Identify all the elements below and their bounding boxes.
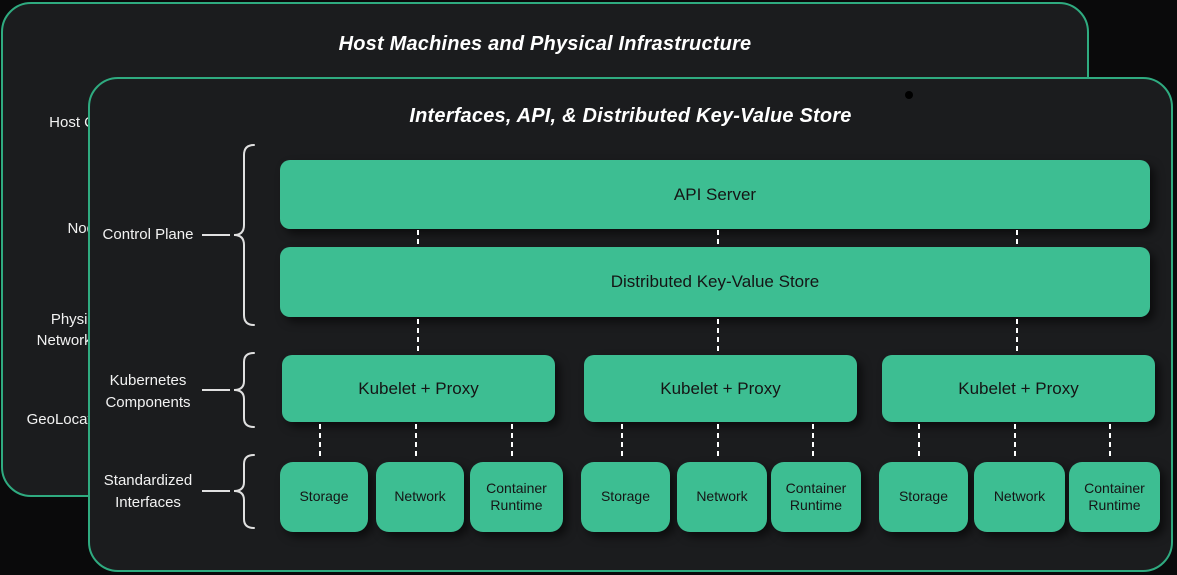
- back-label-host: Host C: [49, 114, 95, 131]
- container-runtime-box-3: Container Runtime: [1069, 462, 1160, 532]
- container-runtime-box-2: Container Runtime: [771, 462, 861, 532]
- connector-kubelet-network-2: [717, 424, 719, 460]
- connector-api-kv-2: [717, 230, 719, 246]
- leader-line-standardized: [202, 490, 230, 492]
- front-panel-title: Interfaces, API, & Distributed Key-Value…: [409, 105, 852, 127]
- network-box-2: Network: [677, 462, 767, 532]
- rail-label-control-plane: Control Plane: [102, 226, 194, 243]
- rail-label-standardized-line2: Interfaces: [115, 494, 181, 511]
- back-label-nodes: Nod: [67, 220, 95, 237]
- connector-kv-kubelet-1: [417, 319, 419, 353]
- connector-api-kv-3: [1016, 230, 1018, 246]
- connector-kv-kubelet-2: [717, 319, 719, 353]
- storage-box-1: Storage: [280, 462, 368, 532]
- connector-kubelet-storage-2: [621, 424, 623, 460]
- api-server-box: API Server: [280, 160, 1150, 229]
- rail-label-standardized-line1: Standardized: [103, 472, 193, 489]
- connector-kubelet-network-1: [415, 424, 417, 460]
- container-runtime-box-1: Container Runtime: [470, 462, 563, 532]
- connector-kubelet-runtime-2: [812, 424, 814, 460]
- rail-label-kubernetes-line1: Kubernetes: [109, 372, 187, 389]
- network-box-3: Network: [974, 462, 1065, 532]
- rail-label-standardized-interfaces: Standardized Interfaces: [90, 470, 206, 514]
- connector-api-kv-1: [417, 230, 419, 246]
- connector-kv-kubelet-3: [1016, 319, 1018, 353]
- front-panel: Interfaces, API, & Distributed Key-Value…: [88, 77, 1173, 572]
- connector-kubelet-storage-1: [319, 424, 321, 460]
- rail-label-kubernetes-components: Kubernetes Components: [90, 370, 206, 414]
- back-label-geolocation: GeoLocati: [26, 411, 95, 428]
- back-panel-title: Host Machines and Physical Infrastructur…: [338, 33, 752, 55]
- brace-kubernetes-components: [233, 352, 255, 428]
- leader-line-kubernetes: [202, 389, 230, 391]
- kubelet-proxy-box-1: Kubelet + Proxy: [282, 355, 555, 422]
- brace-control-plane: [233, 144, 255, 326]
- key-value-store-box: Distributed Key-Value Store: [280, 247, 1150, 317]
- brace-standardized-interfaces: [233, 454, 255, 529]
- back-label-physical-networking: Physic Networki: [3, 309, 95, 351]
- storage-box-2: Storage: [581, 462, 670, 532]
- kubelet-proxy-box-3: Kubelet + Proxy: [882, 355, 1155, 422]
- leader-line-control-plane: [202, 234, 230, 236]
- kubelet-proxy-box-2: Kubelet + Proxy: [584, 355, 857, 422]
- connector-kubelet-storage-3: [918, 424, 920, 460]
- storage-box-3: Storage: [879, 462, 968, 532]
- connector-kubelet-runtime-1: [511, 424, 513, 460]
- connector-kubelet-network-3: [1014, 424, 1016, 460]
- rail-label-kubernetes-line2: Components: [105, 394, 191, 411]
- back-label-physical-line1: Physic: [50, 311, 95, 328]
- back-label-physical-line2: Networki: [36, 332, 95, 349]
- network-box-1: Network: [376, 462, 464, 532]
- stray-dot: [905, 91, 913, 99]
- connector-kubelet-runtime-3: [1109, 424, 1111, 460]
